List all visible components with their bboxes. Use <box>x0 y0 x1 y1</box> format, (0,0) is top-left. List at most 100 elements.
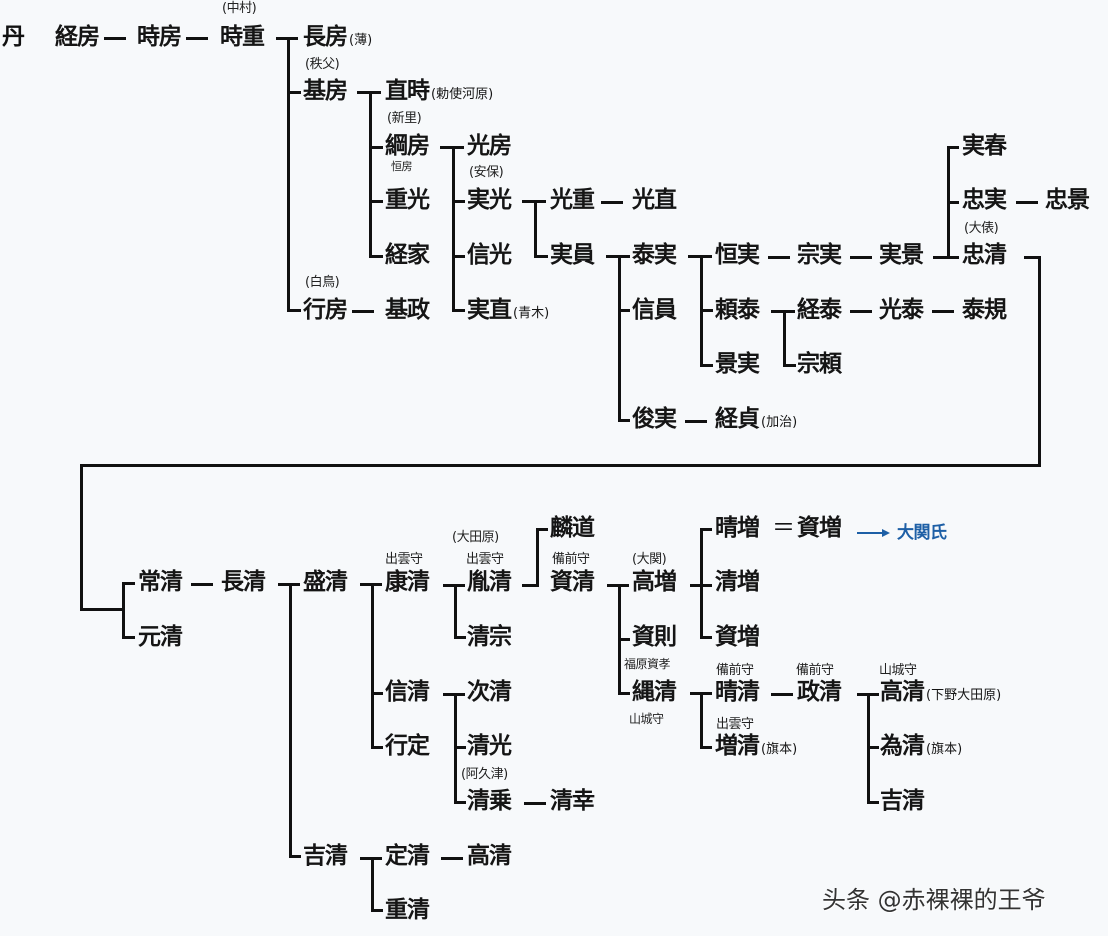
person-motokiyo: 元清 <box>138 624 183 650</box>
connector-line <box>932 310 954 313</box>
connector-line <box>700 636 712 639</box>
person-sanemitsu: 実光 <box>467 187 512 213</box>
note-sanemitsu: (安保) <box>469 165 504 180</box>
connector-line <box>618 692 630 695</box>
person-harukiyo: 晴清 <box>715 679 760 705</box>
connector-line <box>867 801 879 804</box>
arrow-line <box>857 532 883 534</box>
connector-line <box>287 309 301 312</box>
adoption-double-line: ＝ <box>772 515 795 541</box>
person-shigemitsu: 重光 <box>385 187 430 213</box>
person-nagafusa: 長房(薄) <box>303 24 373 50</box>
connector-line <box>783 364 796 367</box>
link-oseki: 大関氏 <box>897 523 947 543</box>
person-tsuneie: 経家 <box>385 242 430 268</box>
connector-line <box>534 255 548 258</box>
clan-label: 丹 <box>2 24 25 50</box>
person-tsunafusa: 綱房 <box>385 133 430 159</box>
connector-line <box>454 636 466 639</box>
connector-line <box>287 91 301 94</box>
person-mitsushige: 光重 <box>550 187 595 213</box>
connector-line <box>1016 201 1038 204</box>
connector-line <box>122 582 135 585</box>
connector-line <box>1024 256 1041 259</box>
person-tsunekiyo: 常清 <box>138 569 183 595</box>
person-tokishige: 時重 <box>220 24 265 50</box>
connector-line <box>933 256 949 259</box>
connector-line <box>454 801 466 804</box>
note-tokishige: (中村) <box>222 1 257 16</box>
person-tadakiyo: 忠清 <box>962 242 1007 268</box>
connector-line <box>850 256 872 259</box>
connector-line <box>371 746 383 749</box>
person-nobukazu: 信員 <box>632 297 677 323</box>
connector-line <box>452 309 465 312</box>
person-rindo: 麟道 <box>550 515 595 541</box>
person-toshizane: 俊実 <box>632 406 677 432</box>
connector-line <box>371 909 383 912</box>
person-mitsufusa: 光房 <box>467 133 512 159</box>
person-muneyori: 宗頼 <box>797 351 842 377</box>
person-yasunori: 泰規 <box>962 297 1007 323</box>
connector-line <box>618 638 630 641</box>
connector-line <box>618 419 630 422</box>
connector-line <box>122 636 135 639</box>
connector-line <box>524 802 546 805</box>
person-harumasu: 晴増 <box>715 515 760 541</box>
note-sukekiyo: 備前守 <box>552 552 590 567</box>
person-motofusa: 基房 <box>303 78 348 104</box>
connector-line <box>80 464 1041 467</box>
person-kiyonori: 清乗 <box>467 788 512 814</box>
bracket-line <box>371 583 374 749</box>
person-masakiyo: 政清 <box>797 679 842 705</box>
note2-tanekiyo: 出雲守 <box>466 552 504 567</box>
person-tamekiyo: 為清(旗本) <box>880 733 963 759</box>
person-tadakiyo2: 縄清 <box>632 679 677 705</box>
person-tokifusa: 時房 <box>137 24 182 50</box>
note-takamasu: (大関) <box>632 552 667 567</box>
person-tsuneyasu: 経泰 <box>797 297 842 323</box>
connector-line <box>768 256 790 259</box>
person-munezane: 宗実 <box>797 242 842 268</box>
connector-line <box>441 857 463 860</box>
bracket-line <box>122 582 125 638</box>
note-takakiyo: 山城守 <box>879 663 917 678</box>
subnote-sukenori: 福原資孝 <box>624 657 671 671</box>
person-sukemasu-b: 資増 <box>715 624 760 650</box>
person-tanekiyo: 胤清 <box>467 569 512 595</box>
connector-line <box>771 693 793 696</box>
note-yukifusa: (白鳥) <box>305 275 340 290</box>
connector-line <box>601 201 623 204</box>
note-yasukiyo: 出雲守 <box>385 552 423 567</box>
bracket-line <box>700 692 703 749</box>
person-tsunezane: 恒実 <box>715 242 760 268</box>
bracket-line <box>369 91 372 258</box>
connector-line <box>618 309 630 312</box>
person-yasuzane: 泰実 <box>632 242 677 268</box>
person-yoshikiyo: 吉清 <box>303 843 348 869</box>
connector-line <box>850 310 872 313</box>
watermark: 头条 @赤裸裸的王爷 <box>822 886 1046 914</box>
person-nobukiyo: 信清 <box>385 679 430 705</box>
person-sanenao: 実直(青木) <box>467 297 550 323</box>
note-masukiyo: 出雲守 <box>716 717 754 732</box>
connector-line <box>700 584 712 587</box>
subnote-tadakiyo2: 山城守 <box>629 712 664 726</box>
person-morikiyo: 盛清 <box>303 569 348 595</box>
note-tanekiyo: (大田原) <box>452 530 499 545</box>
bracket-line <box>1038 256 1041 467</box>
connector-line <box>452 255 465 258</box>
person-mitsunao: 光直 <box>632 187 677 213</box>
person-sadakiyo: 定清 <box>385 843 430 869</box>
connector-line <box>867 746 879 749</box>
person-yukifusa: 行房 <box>303 297 348 323</box>
connector-line <box>289 855 301 858</box>
bracket-line <box>452 146 455 312</box>
connector-line <box>371 692 383 695</box>
note-tsunafusa: (新里) <box>387 111 422 126</box>
connector-line <box>369 255 383 258</box>
note-motofusa: (秩父) <box>305 57 340 72</box>
note-tadakiyo: (大俵) <box>964 221 999 236</box>
person-tsugikiyo: 次清 <box>467 679 512 705</box>
person-takakiyo: 高清(下野大田原) <box>880 679 1002 705</box>
